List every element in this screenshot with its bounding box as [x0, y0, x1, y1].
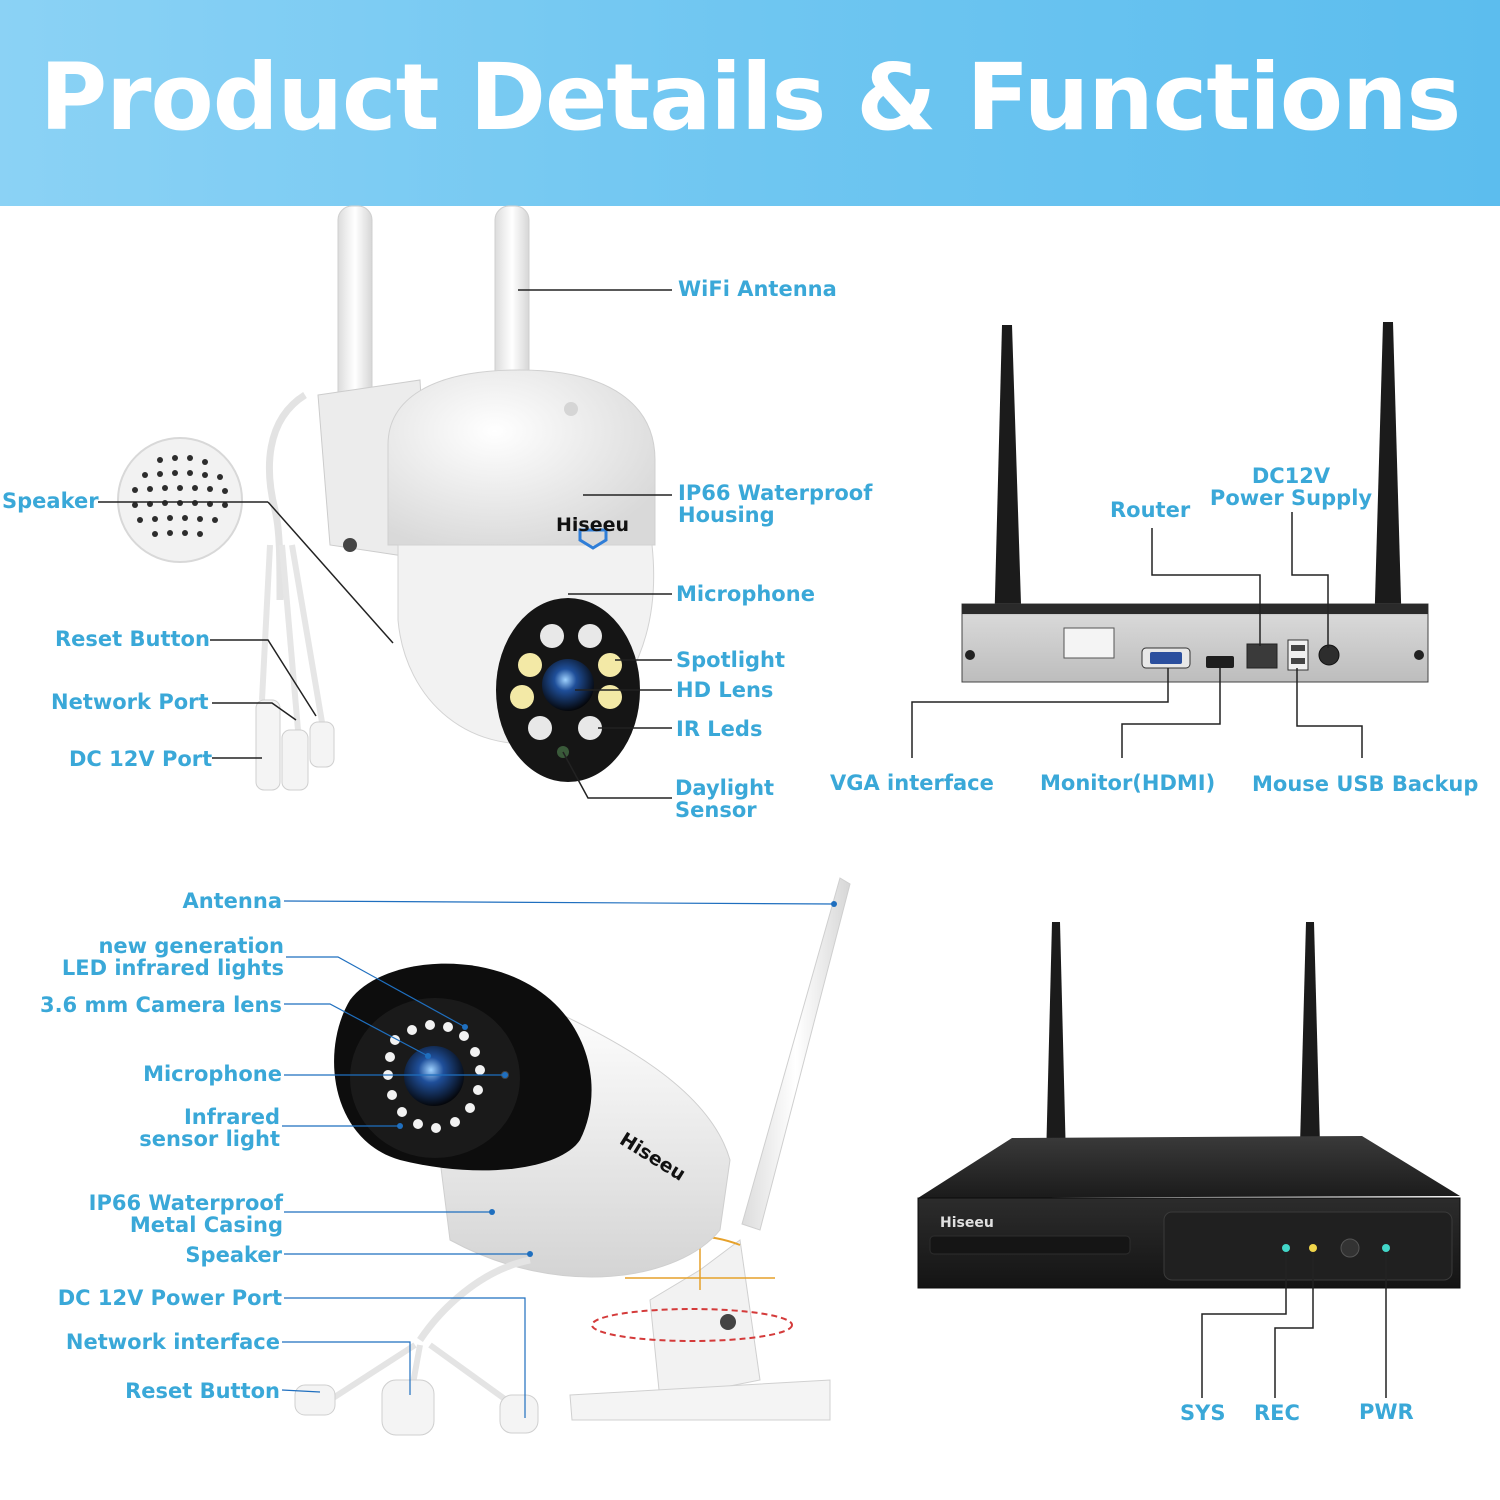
label-camera-lens: 3.6 mm Camera lens: [39, 993, 282, 1017]
label-router: Router: [1110, 498, 1191, 522]
label-sys: SYS: [1180, 1401, 1226, 1425]
sys-led-icon: [1282, 1244, 1290, 1252]
label-network-port: Network Port: [51, 690, 209, 714]
brand-shield-icon: [578, 528, 608, 550]
label-infrared-line1: Infrared: [183, 1105, 280, 1129]
reset-button-connector: [309, 721, 335, 768]
hdmi-port-icon: [1206, 656, 1234, 668]
bullet-leader-lines: [281, 900, 835, 1418]
rec-led-icon: [1309, 1244, 1317, 1252]
label-dc-12v-port: DC 12V Port: [69, 747, 213, 771]
label-monitor-hdmi: Monitor(HDMI): [1040, 771, 1216, 795]
network-port-connector: [281, 729, 309, 791]
nvr-rear-leader-lines: [911, 512, 1363, 758]
nvr-brand-logo: Hiseeu: [940, 1215, 994, 1231]
label-antenna: Antenna: [182, 889, 282, 913]
label-spotlight: Spotlight: [676, 648, 786, 672]
label-bullet-reset-button: Reset Button: [125, 1379, 280, 1403]
usb-port-icon: [1287, 639, 1309, 671]
nvr-rear: [961, 322, 1429, 683]
label-pwr: PWR: [1359, 1400, 1414, 1424]
label-dc-power-port: DC 12V Power Port: [57, 1286, 282, 1310]
dc-power-jack-icon: [1318, 644, 1340, 666]
mount-screw-icon: [343, 538, 357, 552]
nvr-rear-antenna-right: [1374, 322, 1402, 635]
bullet-reset-button-connector: [294, 1384, 336, 1416]
label-wifi-antenna: WiFi Antenna: [678, 277, 837, 301]
ptz-brand-logo: Hiseeu: [556, 514, 630, 536]
label-bullet-microphone: Microphone: [143, 1062, 282, 1086]
label-daylight-line2: Sensor: [675, 798, 757, 822]
bullet-camera: [294, 877, 851, 1436]
label-led-infrared-lights: new generation LED infrared lights: [40, 935, 284, 979]
wan-port-icon: [1246, 643, 1278, 669]
caution-label: [1063, 627, 1115, 659]
label-daylight-line1: Daylight: [675, 776, 775, 800]
label-ptz-reset-button: Reset Button: [55, 627, 210, 651]
nvr-front-antenna-left: [1046, 922, 1066, 1160]
label-mouse-usb-backup: Mouse USB Backup: [1252, 772, 1479, 796]
pan-rotation-icon: [591, 1308, 793, 1342]
label-infrared-line2: sensor light: [139, 1127, 280, 1151]
ptz-cable: [265, 392, 307, 601]
bullet-camera-lens: [404, 1046, 464, 1106]
dc-port-connector: [255, 699, 281, 791]
header-banner: Product Details & Functions: [0, 0, 1500, 206]
label-ptz-microphone: Microphone: [676, 582, 815, 606]
label-ptz-waterproof-line2: Housing: [678, 503, 775, 527]
label-rec: REC: [1254, 1401, 1300, 1425]
label-infrared-sensor-light: Infrared sensor light: [80, 1106, 280, 1150]
label-dc12v-line1: DC12V: [1251, 464, 1331, 488]
ptz-hd-lens: [542, 659, 594, 711]
label-daylight-sensor: Daylight Sensor: [675, 777, 774, 821]
ptz-camera: [117, 205, 656, 791]
label-casing-line2: Metal Casing: [129, 1213, 283, 1237]
nvr-rear-panel: [961, 603, 1429, 683]
label-speaker: Speaker: [2, 489, 99, 513]
page-title: Product Details & Functions: [39, 44, 1462, 151]
label-led-line1: new generation: [98, 934, 284, 958]
pwr-led-icon: [1382, 1244, 1390, 1252]
label-led-line2: LED infrared lights: [61, 956, 284, 980]
ir-receiver-icon: [1340, 1238, 1360, 1258]
ptz-dome-top: [387, 369, 656, 546]
bullet-antenna: [741, 877, 851, 1231]
label-casing-line1: IP66 Waterproof: [88, 1191, 283, 1215]
bullet-power-connector: [499, 1394, 539, 1434]
bullet-network-connector: [381, 1379, 435, 1436]
label-bullet-speaker: Speaker: [185, 1243, 282, 1267]
label-dc12v-line2: Power Supply: [1209, 486, 1373, 510]
nvr-front: [917, 922, 1461, 1289]
label-network-interface: Network interface: [65, 1330, 280, 1354]
label-metal-casing: IP66 Waterproof Metal Casing: [40, 1192, 283, 1236]
ptz-leader-lines: [98, 289, 672, 799]
bullet-base: [569, 1379, 831, 1421]
nvr-top: [918, 1136, 1460, 1198]
label-hd-lens: HD Lens: [676, 678, 774, 702]
nvr-front-antenna-right: [1300, 922, 1320, 1145]
label-ptz-waterproof: IP66 Waterproof Housing: [678, 482, 872, 526]
nvr-front-leader-lines: [1201, 1252, 1387, 1398]
label-dc12v-power-supply: DC12V Power Supply: [1206, 465, 1376, 509]
nvr-rear-antenna-left: [994, 325, 1022, 635]
label-ptz-waterproof-line1: IP66 Waterproof: [678, 481, 873, 505]
label-ir-leds: IR Leds: [676, 717, 763, 741]
label-vga-interface: VGA interface: [830, 771, 994, 795]
